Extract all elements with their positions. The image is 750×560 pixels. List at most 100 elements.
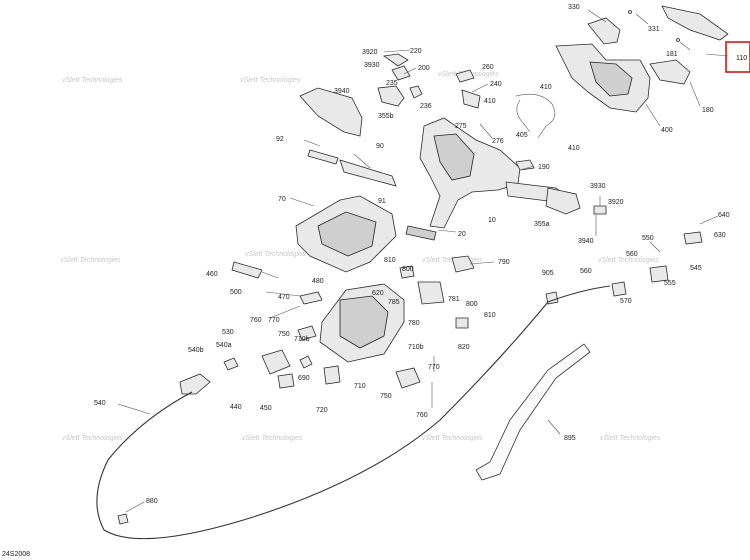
part-750-left [297,325,317,341]
callout-label: 530 [222,329,234,336]
part-780 [417,281,445,305]
callout-label: 190 [538,164,550,171]
watermark: vSlett Technologies [62,77,123,84]
part-355b [377,85,405,107]
callout-label: 690 [298,375,310,382]
part-236 [409,85,423,99]
part-800b [455,317,469,329]
callout-label: 820 [458,344,470,351]
part-540b [179,373,211,395]
callout-label: 3920 [608,199,624,206]
callout-label-highlighted: 110 [736,55,747,62]
part-110 [661,5,729,41]
callout-label: 200 [418,65,430,72]
callout-label: 720 [316,407,328,414]
part-400-inner [589,61,633,97]
part-720 [323,365,341,385]
callout-label: 810 [384,257,396,264]
callout-label: 750 [380,393,392,400]
part-260 [455,69,475,83]
part-355a [545,187,581,215]
callout-label: 10 [488,217,496,224]
callout-label: 545 [690,265,702,272]
callout-label: 800 [402,266,414,273]
part-3940-cover [299,87,363,137]
part-800a [399,265,415,279]
callout-label: 181 [666,51,678,58]
callout-label: 355b [378,113,394,120]
cable-895 [475,343,591,481]
callout-label: 440 [230,404,242,411]
callout-label: 710 [354,383,366,390]
part-330 [587,17,621,45]
steering-column [231,255,475,389]
callout-label: 3940 [578,238,594,245]
callout-label: 275 [455,123,467,130]
bracket-410b [516,99,531,133]
part-70-inner [317,211,377,257]
watermark: vSlett Technologies [240,77,301,84]
part-20 [405,225,437,241]
watermark: vSlett Technologies [598,257,659,264]
callout-label: 770 [428,364,440,371]
callout-label: 790 [498,259,510,266]
callout-label: 405 [516,132,528,139]
lower-left-parts [179,349,295,395]
callout-label: 880 [146,498,158,505]
callout-label: 400 [661,127,673,134]
callout-label: 70 [278,196,286,203]
callout-label: 236 [420,103,432,110]
watermark: vSlett Technologies [62,435,123,442]
callout-label: 800 [466,301,478,308]
callout-label: 540b [188,347,204,354]
part-180 [649,59,691,85]
callout-label: 710b [294,336,310,343]
part-750-right [395,367,421,389]
callout-label: 570 [620,298,632,305]
callout-label: 810 [484,312,496,319]
callout-label: 3930 [590,183,606,190]
callout-label: 410 [484,98,496,105]
part-90 [339,159,397,187]
callout-label: 3920 [362,49,378,56]
part-450 [277,373,295,389]
handlebar-frame [405,117,581,241]
callout-label: 560 [626,251,638,258]
part-3920-screw [593,205,607,215]
callout-label: 240 [490,81,502,88]
part-540a [223,357,239,371]
callout-label: 780 [408,320,420,327]
callout-label: 620 [372,290,384,297]
part-710-inner [339,295,389,349]
callout-label: 480 [312,278,324,285]
console-group [295,149,397,273]
callout-label: 260 [482,64,494,71]
part-460 [231,261,263,279]
callout-label: 760 [250,317,262,324]
watermark: vSlett Technologies [242,435,303,442]
highlight-box [725,41,750,73]
part-570 [611,281,627,297]
callout-label: 640 [718,212,730,219]
part-790 [451,255,475,273]
callout-label: 710b [408,344,424,351]
part-470 [299,291,323,305]
callout-label: 220 [410,48,422,55]
callout-label: 330 [568,4,580,11]
part-200 [391,65,411,81]
callout-label: 500 [230,289,242,296]
callout-label: 540a [216,342,232,349]
callout-label: 355a [534,221,550,228]
watermark: vSlett Technologies [600,435,661,442]
callout-label: 450 [260,405,272,412]
upper-left-parts [299,53,607,215]
callout-label: 895 [564,435,576,442]
callout-labels: 330 331 181 110 180 400 3920 220 3930 20… [94,4,747,505]
watermark: vSlett Technologies [60,257,121,264]
handlebar-cover-group [555,5,729,113]
part-92 [307,149,339,165]
cables [96,285,611,540]
callout-label: 3940 [334,88,350,95]
callout-label: 410 [540,84,552,91]
